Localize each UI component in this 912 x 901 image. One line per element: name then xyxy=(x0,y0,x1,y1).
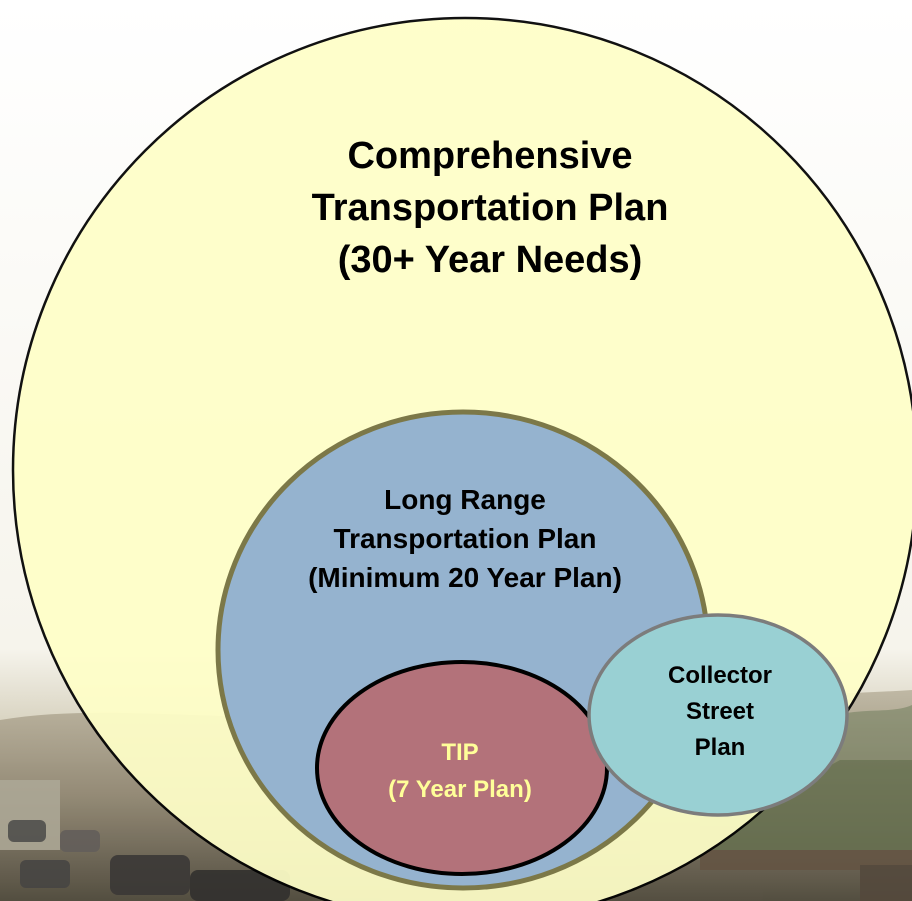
long-range-plan-line2: Transportation Plan xyxy=(333,523,597,554)
tip-line2: (7 Year Plan) xyxy=(388,776,532,803)
long-range-plan-label: Long Range Transportation Plan (Minimum … xyxy=(235,480,695,597)
comprehensive-plan-line1: Comprehensive xyxy=(347,135,633,177)
long-range-plan-line1: Long Range xyxy=(384,484,546,515)
tip-line1: TIP xyxy=(441,739,479,766)
comprehensive-plan-label: Comprehensive Transportation Plan (30+ Y… xyxy=(190,130,790,286)
comprehensive-plan-line3: (30+ Year Needs) xyxy=(337,239,643,281)
collector-street-plan-label: Collector Street Plan xyxy=(595,658,845,766)
collector-street-plan-line1: Collector xyxy=(667,662,772,689)
collector-street-plan-line3: Plan xyxy=(694,734,746,761)
tip-label: TIP (7 Year Plan) xyxy=(340,734,580,808)
comprehensive-plan-line2: Transportation Plan xyxy=(311,187,669,229)
collector-street-plan-line2: Street xyxy=(685,698,755,725)
collector-street-plan-circle xyxy=(587,613,849,817)
long-range-plan-line3: (Minimum 20 Year Plan) xyxy=(308,562,622,593)
